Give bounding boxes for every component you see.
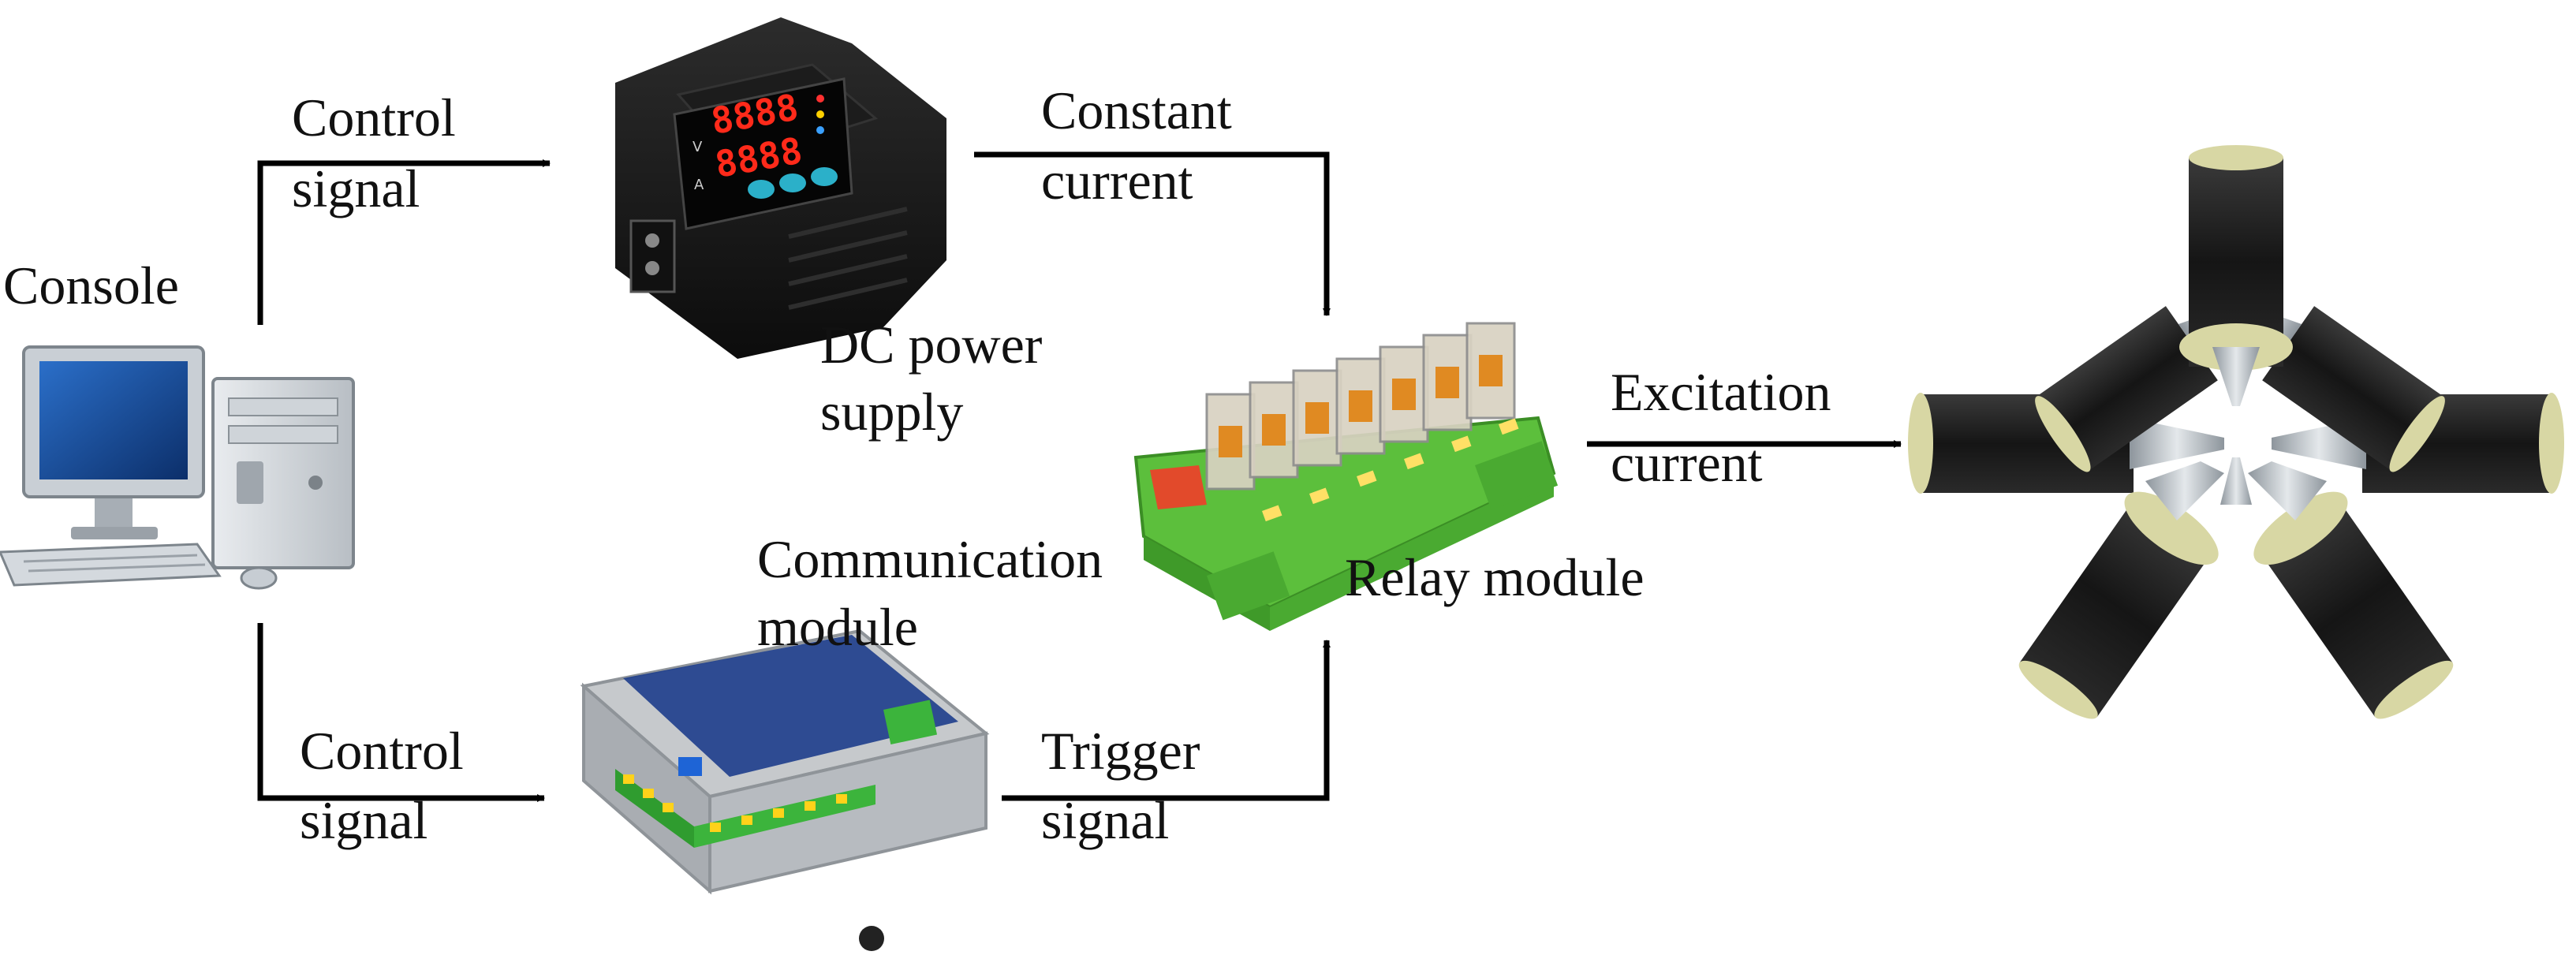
communication-module-image: [580, 629, 990, 951]
voltage-letter: V: [693, 139, 703, 155]
arrow-power-supply-to-relay: [974, 151, 1331, 316]
trigger-signal-line1: Trigger: [1041, 721, 1200, 781]
control-signal-bottom-line2: signal: [300, 790, 427, 850]
electromagnet-coil-assembly-image: [1908, 145, 2564, 719]
coil-lower-left: [2018, 491, 2219, 719]
dc-power-supply-label-line2: supply: [820, 382, 963, 442]
communication-module-label-line2: module: [757, 597, 918, 657]
current-letter: A: [694, 177, 704, 193]
dc-power-supply-label-line1: DC power: [820, 315, 1043, 375]
arrows: [257, 151, 1902, 802]
trigger-signal-line2: signal: [1041, 790, 1169, 850]
excitation-current-line1: Excitation: [1611, 362, 1831, 422]
arrow-console-to-communication-module: [257, 623, 545, 802]
relay-module-label: Relay module: [1345, 547, 1645, 607]
excitation-current-line2: current: [1611, 433, 1763, 493]
console-label: Console: [3, 256, 179, 315]
dc-power-supply-image: 8888 8888 V A: [615, 17, 946, 359]
console-computer-image: [0, 345, 355, 590]
arrow-console-to-power-supply: [257, 159, 551, 325]
communication-module-label-line1: Communication: [757, 529, 1103, 589]
constant-current-line2: current: [1041, 151, 1193, 211]
coil-top: [2179, 145, 2293, 406]
arrow-communication-to-relay: [1002, 640, 1331, 801]
relay-module-image: [1133, 322, 1559, 631]
constant-current-line1: Constant: [1041, 80, 1232, 140]
control-signal-bottom-line1: Control: [300, 721, 464, 781]
control-signal-top-line1: Control: [292, 88, 456, 147]
control-signal-top-line2: signal: [292, 159, 420, 218]
coil-lower-right: [2253, 491, 2454, 719]
